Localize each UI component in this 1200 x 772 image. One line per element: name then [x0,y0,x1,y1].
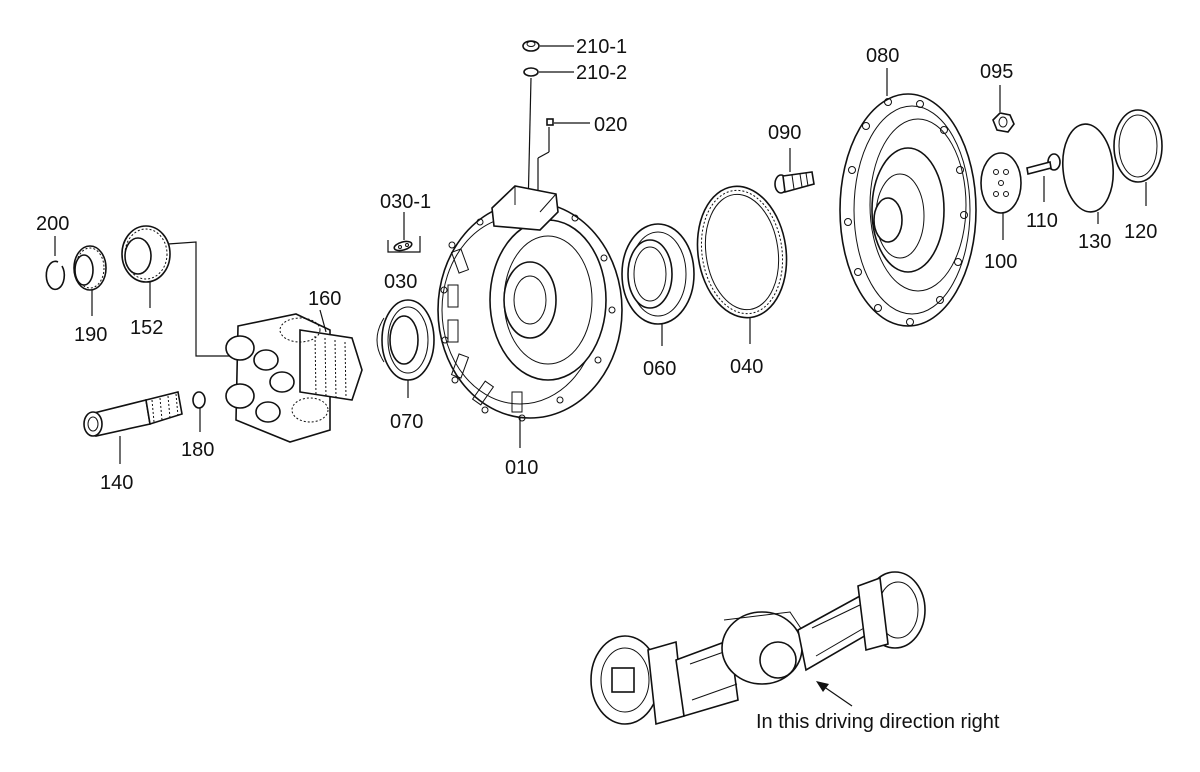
label-200: 200 [36,213,69,235]
part-120-seal-ring [1113,109,1163,183]
part-130-o-ring [1062,123,1114,213]
part-020-plug [546,118,554,126]
part-110-screw [1026,153,1061,175]
axle-assembly-illustration [590,571,926,726]
label-090: 090 [768,122,801,144]
label-100: 100 [984,251,1017,273]
driving-direction-caption: In this driving direction right [756,711,1000,733]
label-140: 140 [100,472,133,494]
part-030-pin [393,240,413,252]
part-060-bearing [621,223,695,325]
label-010: 010 [505,457,538,479]
label-160: 160 [308,288,341,310]
label-180: 180 [181,439,214,461]
label-130: 130 [1078,231,1111,253]
part-070-bearing [376,299,435,381]
part-180-bushing [192,391,206,409]
part-040-ring-gear [696,185,788,319]
label-152: 152 [130,317,163,339]
part-210-2-washer [523,67,539,77]
label-190: 190 [74,324,107,346]
label-020: 020 [594,114,627,136]
part-200-circlip [45,260,66,291]
part-095-nut [992,112,1015,133]
part-160-planet-carrier [225,313,363,443]
part-090-bolt [774,171,815,194]
label-030: 030 [384,271,417,293]
part-140-shaft [83,391,183,437]
label-120: 120 [1124,221,1157,243]
part-152-sun-gear [121,225,171,283]
label-040: 040 [730,356,763,378]
label-210-1: 210-1 [576,36,627,58]
label-095: 095 [980,61,1013,83]
label-070: 070 [390,411,423,433]
part-080-wheel-hub [839,93,977,327]
label-110: 110 [1026,210,1058,232]
part-100-cover [980,152,1022,214]
part-210-1-nut [522,40,540,52]
label-030-1: 030-1 [380,191,431,213]
label-210-2: 210-2 [576,62,627,84]
part-010-housing [437,185,623,422]
part-190-gear [73,245,107,291]
label-080: 080 [866,45,899,67]
label-060: 060 [643,358,676,380]
